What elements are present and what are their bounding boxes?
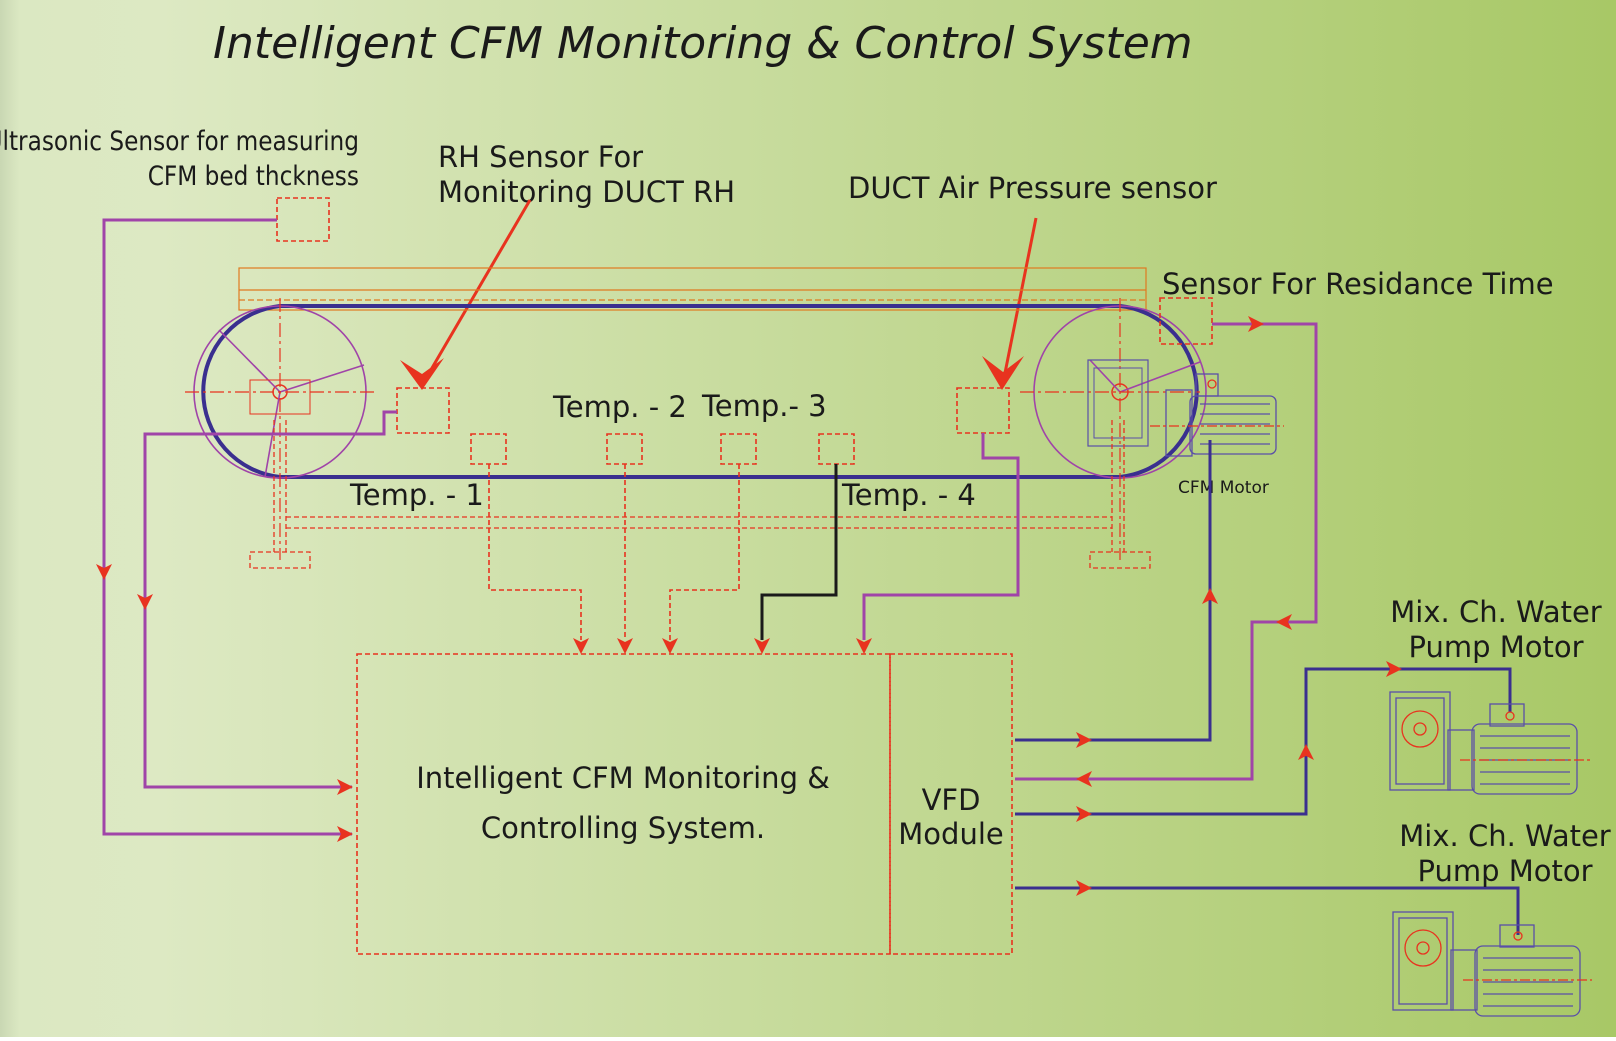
temp-3-label: Temp.- 3	[701, 389, 827, 423]
duct-pressure-wire	[862, 433, 1020, 640]
pump-1-label-2: Pump Motor	[1408, 630, 1583, 664]
pump-motor-2	[1392, 911, 1592, 1017]
ultrasonic-wire	[102, 218, 352, 836]
cfm-motor	[1150, 373, 1284, 457]
temp-4-wire	[760, 464, 838, 640]
pump-1-label-1: Mix. Ch. Water	[1390, 595, 1602, 629]
controller-label-1: Intelligent CFM Monitoring &	[416, 761, 830, 795]
conveyor-top-rail	[238, 267, 1147, 311]
rh-sensor-label-1: RH Sensor For	[438, 140, 643, 174]
pump-2-label-1: Mix. Ch. Water	[1399, 819, 1611, 853]
duct-pressure-pointer-arrow	[982, 217, 1038, 390]
ultrasonic-sensor-label-2: CFM bed thckness	[148, 160, 359, 191]
pump-2-label-2: Pump Motor	[1417, 854, 1592, 888]
ultrasonic-sensor-label-1: Ultrasonic Sensor for measuring	[0, 125, 359, 156]
left-pulley	[185, 298, 375, 560]
temp-2-label: Temp. - 2	[552, 390, 687, 424]
pump-1-power-wire	[1015, 667, 1512, 816]
pump-2-power-wire	[1015, 886, 1520, 935]
controller-label-2: Controlling System.	[481, 811, 765, 845]
vfd-label-2: Module	[898, 817, 1003, 851]
residence-time-label: Sensor For Residance Time	[1162, 267, 1554, 301]
temp-1-label: Temp. - 1	[349, 478, 484, 512]
duct-pressure-label: DUCT Air Pressure sensor	[848, 171, 1217, 205]
conveyor-support-frame	[249, 420, 1151, 569]
cfm-motor-label: CFM Motor	[1178, 478, 1269, 498]
right-pulley	[1020, 298, 1207, 560]
temp-4-label: Temp. - 4	[841, 478, 976, 512]
vfd-label-1: VFD	[922, 783, 981, 817]
temperature-signal-lines	[488, 464, 740, 640]
residence-time-sensor-box	[1159, 297, 1213, 345]
rh-wire	[143, 410, 397, 789]
diagram-title: Intelligent CFM Monitoring & Control Sys…	[213, 18, 1193, 69]
pump-motor-1	[1389, 691, 1590, 795]
rh-sensor-label-2: Monitoring DUCT RH	[438, 175, 735, 209]
controller-block	[356, 653, 1013, 955]
